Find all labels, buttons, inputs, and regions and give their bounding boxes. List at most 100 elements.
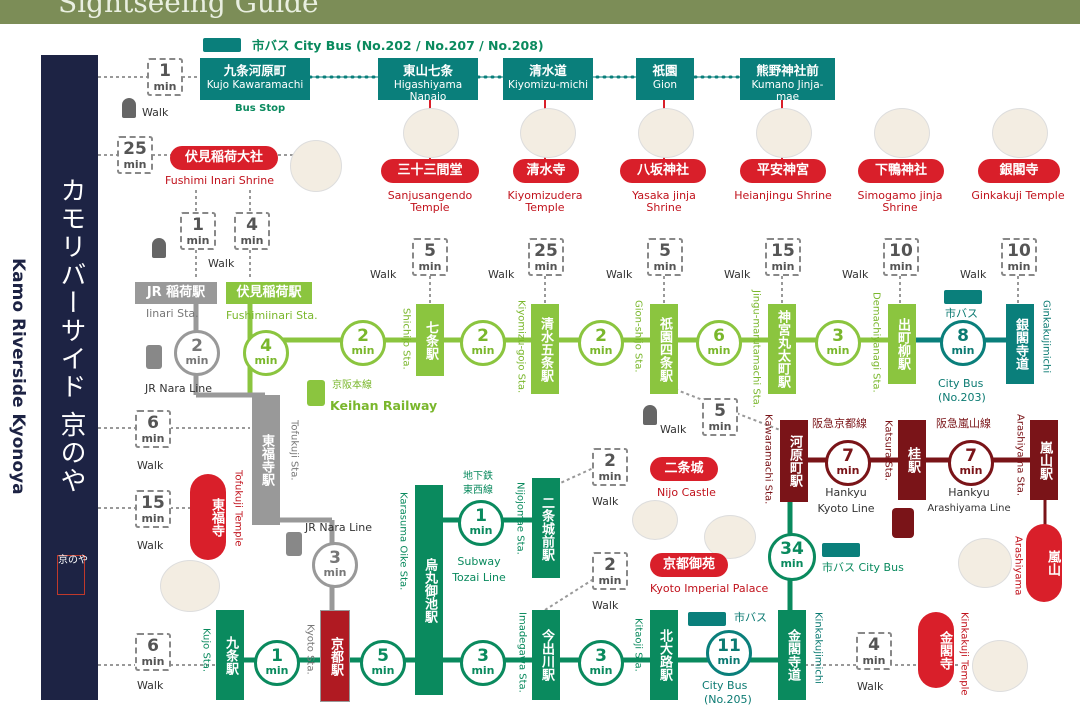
header-banner: Sightseeing Guide — [0, 0, 1080, 24]
sight-kinkakuji[interactable]: 金閣寺 — [918, 612, 954, 688]
min-label: min — [780, 557, 804, 570]
train-icon — [307, 380, 325, 406]
keihan-label-jp: 京阪本線 — [332, 380, 372, 391]
min-label: min — [862, 654, 886, 667]
shimogamo-icon — [874, 108, 930, 158]
sight-tofukuji[interactable]: 東福寺 — [190, 474, 226, 560]
station-arashiyama[interactable]: 嵐山駅 — [1030, 420, 1058, 500]
nijo-castle-icon — [632, 500, 678, 540]
page-title: Sightseeing Guide — [58, 0, 319, 19]
station-kiyomizu-gojo[interactable]: 清水五条駅 — [531, 304, 559, 394]
stop-en: Kumano Jinja-mae — [751, 79, 824, 103]
station-jr-inari[interactable]: JR 稲荷駅 — [135, 282, 217, 304]
walk-label: Walk — [142, 106, 169, 119]
min-label: min — [153, 80, 177, 93]
sight-arashiyama[interactable]: 嵐山 — [1026, 524, 1062, 602]
station-tofukuji[interactable]: 東福寺駅 — [252, 395, 280, 525]
station-kitaoji[interactable]: 北大路駅 — [650, 610, 678, 700]
walk-time-value: 25 — [123, 139, 147, 159]
station-demachiyanagi[interactable]: 出町柳駅 — [888, 304, 916, 384]
time-value: 8 — [957, 326, 969, 346]
walk-time-value: 15 — [771, 241, 795, 261]
ginkakuji-icon — [992, 108, 1048, 158]
station-ginkakujimichi[interactable]: 銀閣寺道 — [1006, 304, 1034, 384]
sight-ginkakuji[interactable]: 銀閣寺 — [978, 159, 1060, 183]
sight-sanjusangendo[interactable]: 三十三間堂 — [381, 159, 479, 183]
walk-time-value: 25 — [534, 241, 558, 261]
sight-kiyomizudera-en: Kiyomizudera Temple — [507, 189, 583, 214]
walk-label: Walk — [208, 257, 235, 270]
station-kinkakujimichi[interactable]: 金閣寺道 — [778, 610, 806, 700]
time-value: 5 — [377, 646, 389, 666]
time-value: 3 — [477, 646, 489, 666]
sight-kiyomizudera[interactable]: 清水寺 — [513, 159, 579, 183]
station-kawaramachi[interactable]: 河原町駅 — [780, 420, 808, 502]
subway-header-jp: 地下鉄 — [463, 471, 493, 482]
station-kinkakujimichi-en: Kinkakujimichi — [812, 612, 824, 684]
subway-label: Subway — [457, 555, 501, 568]
sight-nijo-castle[interactable]: 二条城 — [650, 457, 718, 481]
time-value: 2 — [595, 326, 607, 346]
min-label: min — [598, 470, 622, 483]
walk-time-value: 6 — [147, 636, 159, 656]
bus-icon — [203, 38, 241, 52]
station-shichijo[interactable]: 七条駅 — [416, 304, 444, 376]
walk-label: Walk — [137, 679, 164, 692]
walk-time-value: 10 — [1007, 241, 1031, 261]
min-label: min — [707, 344, 731, 357]
station-kujo[interactable]: 九条駅 — [216, 610, 244, 700]
walk-label: Walk — [660, 423, 687, 436]
station-gion-shijo[interactable]: 祇園四条駅 — [650, 304, 678, 394]
station-karasuma-oike[interactable]: 烏丸御池駅 — [415, 485, 443, 695]
station-keihan-inari[interactable]: 伏見稲荷駅 — [226, 282, 312, 304]
station-nijojomae[interactable]: 二条城前駅 — [532, 478, 560, 578]
sight-heian[interactable]: 平安神宮 — [740, 159, 826, 183]
sidebar-jp-title: カモリバーサイド 京のや — [56, 177, 86, 496]
subway-header-jp2: 東西線 — [463, 485, 493, 496]
sidebar-en-title: Kamo Riverside Kyonoya — [8, 258, 28, 495]
station-kyoto[interactable]: 京都駅 — [320, 610, 350, 702]
min-label: min — [123, 158, 147, 171]
min-label: min — [471, 664, 495, 677]
min-label: min — [1007, 260, 1031, 273]
min-label: min — [141, 512, 165, 525]
stop-en: Kujo Kawaramachi — [206, 79, 304, 91]
bus-205-label: 市バス — [734, 611, 767, 624]
sight-shimogamo[interactable]: 下鴨神社 — [858, 159, 944, 183]
stop-jp: 東山七条 — [402, 63, 453, 78]
walk-label: Walk — [592, 599, 619, 612]
sight-imperial-palace[interactable]: 京都御苑 — [650, 553, 728, 577]
sight-fushimi-inari[interactable]: 伏見稲荷大社 — [170, 146, 278, 170]
sight-yasaka[interactable]: 八坂神社 — [620, 159, 706, 183]
min-label: min — [826, 344, 850, 357]
sight-imperial-palace-en: Kyoto Imperial Palace — [650, 582, 769, 595]
walk-label: Walk — [842, 268, 869, 281]
heian-icon — [756, 108, 812, 158]
station-jingu-marutamachi[interactable]: 神宮丸太町駅 — [768, 304, 796, 394]
time-value: 7 — [842, 446, 854, 466]
station-karasuma-oike-en: Karasuma Oike Sta. — [397, 492, 409, 591]
station-jingu-marutamachi-en: Jingu-marutamachi Sta. — [750, 290, 762, 408]
walk-label: Walk — [606, 268, 633, 281]
station-imadegawa[interactable]: 今出川駅 — [532, 610, 560, 700]
torii-icon — [290, 140, 342, 192]
walk-time-value: 2 — [604, 555, 616, 575]
min-label: min — [185, 354, 209, 367]
station-katsura[interactable]: 桂駅 — [898, 420, 926, 500]
stop-jp: 九条河原町 — [223, 63, 287, 78]
